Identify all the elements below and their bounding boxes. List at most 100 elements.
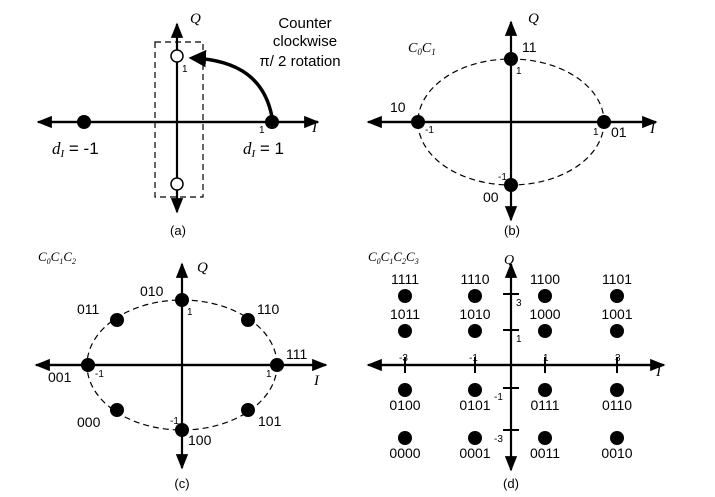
panel-b-tick-i1: 1 — [593, 127, 599, 138]
panel-c-code-010: 010 — [140, 283, 164, 299]
panel-c-code-011: 011 — [77, 301, 100, 317]
panel-d-point-0000 — [398, 431, 412, 445]
panel-a: Q I 1 1 Counter clockwise π/ 2 rotation … — [36, 11, 341, 238]
panel-c-point-101 — [241, 403, 255, 417]
panel-c-tick-bottom: -1 — [170, 416, 179, 427]
panel-d-point-1111 — [398, 289, 412, 303]
panel-c-i-label: I — [313, 373, 320, 389]
panel-d-point-0111 — [538, 383, 552, 397]
panel-d-point-1110 — [468, 289, 482, 303]
panel-d-point-1010 — [468, 324, 482, 338]
panel-d: 1111 1110 1100 1101 1011 1010 1000 1001 0100 0101… — [366, 249, 666, 491]
panel-a-q-tick: 1 — [182, 64, 188, 75]
panel-a-i-tick: 1 — [259, 125, 265, 136]
panel-d-title: C0C1C2C3 — [368, 249, 419, 266]
panel-c-tick-left: -1 — [95, 369, 104, 380]
panel-b-point-00 — [504, 178, 518, 192]
panel-b-tick-q1: 1 — [516, 66, 522, 77]
panel-d-point-0101 — [468, 383, 482, 397]
panel-d-q-label: Q — [504, 253, 514, 268]
panel-c-code-111: 111 — [286, 346, 307, 362]
panel-a-i-label: I — [311, 120, 318, 136]
panel-d-q-tick-label: -1 — [494, 392, 503, 403]
panel-c-point-111 — [270, 358, 284, 372]
panel-d-i-tick-label: -3 — [399, 353, 408, 364]
panel-d-code-1011: 1011 — [390, 306, 420, 322]
panel-a-point-left — [77, 115, 91, 129]
panel-d-code-1010: 1010 — [459, 306, 490, 322]
panel-d-i-tick-label: 1 — [543, 353, 549, 364]
rotation-text-line2: clockwise — [273, 33, 337, 50]
panel-c-code-000: 000 — [77, 414, 101, 430]
panel-a-rotated-top — [170, 49, 184, 63]
panel-a-dashed-box — [154, 41, 204, 198]
panel-d-code-1001: 1001 — [601, 306, 632, 322]
panel-d-point-0100 — [398, 383, 412, 397]
panel-d-code-1000: 1000 — [529, 306, 560, 322]
panel-d-i-tick-label: 3 — [615, 353, 621, 364]
panel-c: Q I C0C1C2 010 011 110 001 111 000 101 1… — [34, 249, 328, 491]
panel-c-point-001 — [81, 358, 95, 372]
panel-b-point-10 — [411, 115, 425, 129]
rotation-text-line1: Counter — [278, 15, 331, 32]
panel-b-caption: (b) — [504, 223, 520, 238]
panel-b: Q I C0C1 11 1 10 -1 01 1 00 -1 (b) — [366, 11, 658, 238]
panel-b-point-01 — [597, 115, 611, 129]
panel-d-point-1011 — [398, 324, 412, 338]
panel-b-code-11: 11 — [522, 39, 537, 55]
panel-d-point-1100 — [538, 289, 552, 303]
panel-c-point-110 — [241, 313, 255, 327]
panel-d-point-1001 — [610, 324, 624, 338]
panel-c-code-110: 110 — [257, 301, 280, 317]
panel-a-caption: (a) — [170, 223, 186, 238]
panel-d-grid: 1111 1110 1100 1101 1011 1010 1000 1001 0100 0101… — [389, 271, 632, 461]
panel-d-code-0001: 0001 — [459, 445, 490, 461]
panel-d-caption: (d) — [503, 476, 519, 491]
panel-d-q-tick-label: 1 — [516, 334, 522, 345]
panel-d-code-0101: 0101 — [459, 397, 490, 413]
panel-c-point-100 — [175, 423, 189, 437]
panel-a-point-right — [265, 115, 279, 129]
panel-c-q-label: Q — [197, 260, 208, 276]
panel-a-q-label: Q — [190, 11, 201, 27]
panel-b-point-11 — [504, 52, 518, 66]
panel-a-rotation-arrow — [188, 49, 274, 118]
panel-b-q-label: Q — [528, 11, 539, 27]
panel-c-tick-right: 1 — [266, 369, 272, 380]
panel-d-point-1000 — [538, 324, 552, 338]
panel-c-tick-top: 1 — [187, 307, 193, 318]
panel-d-code-1111: 1111 — [391, 271, 419, 287]
panel-d-code-0100: 0100 — [389, 397, 420, 413]
panel-c-point-011 — [110, 313, 124, 327]
panel-b-code-10: 10 — [390, 99, 406, 115]
panel-d-i-label: I — [655, 364, 662, 380]
panel-d-i-tick-label: -1 — [469, 353, 478, 364]
panel-d-code-1101: 1101 — [602, 271, 632, 287]
panel-d-code-0110: 0110 — [602, 397, 632, 413]
panel-c-caption: (c) — [174, 476, 189, 491]
panel-c-code-100: 100 — [188, 432, 212, 448]
panel-d-point-1101 — [610, 289, 624, 303]
panel-b-code-00: 00 — [483, 189, 499, 205]
panel-d-code-0111: 0111 — [530, 397, 559, 413]
rotation-text-line3: π/ 2 rotation — [259, 53, 340, 70]
panel-a-rotated-bottom — [170, 177, 184, 191]
panel-c-code-001: 001 — [48, 369, 72, 385]
panel-d-point-0001 — [468, 431, 482, 445]
panel-d-code-1100: 1100 — [530, 271, 560, 287]
panel-b-tick-i-1: -1 — [425, 125, 434, 136]
panel-d-point-0010 — [610, 431, 624, 445]
panel-d-code-1110: 1110 — [460, 271, 489, 287]
panel-d-code-0011: 0011 — [530, 445, 560, 461]
panel-c-code-101: 101 — [258, 413, 282, 429]
panel-b-code-01: 01 — [611, 124, 627, 140]
panel-c-point-000 — [110, 403, 124, 417]
panel-d-point-0110 — [610, 383, 624, 397]
panel-d-q-tick-label: 3 — [516, 298, 522, 309]
panel-c-point-010 — [175, 293, 189, 307]
panel-c-title: C0C1C2 — [38, 249, 76, 266]
panel-d-code-0000: 0000 — [389, 445, 420, 461]
panel-a-right-value: dI = 1 — [243, 139, 284, 160]
panel-b-tick-q-1: -1 — [498, 172, 507, 183]
